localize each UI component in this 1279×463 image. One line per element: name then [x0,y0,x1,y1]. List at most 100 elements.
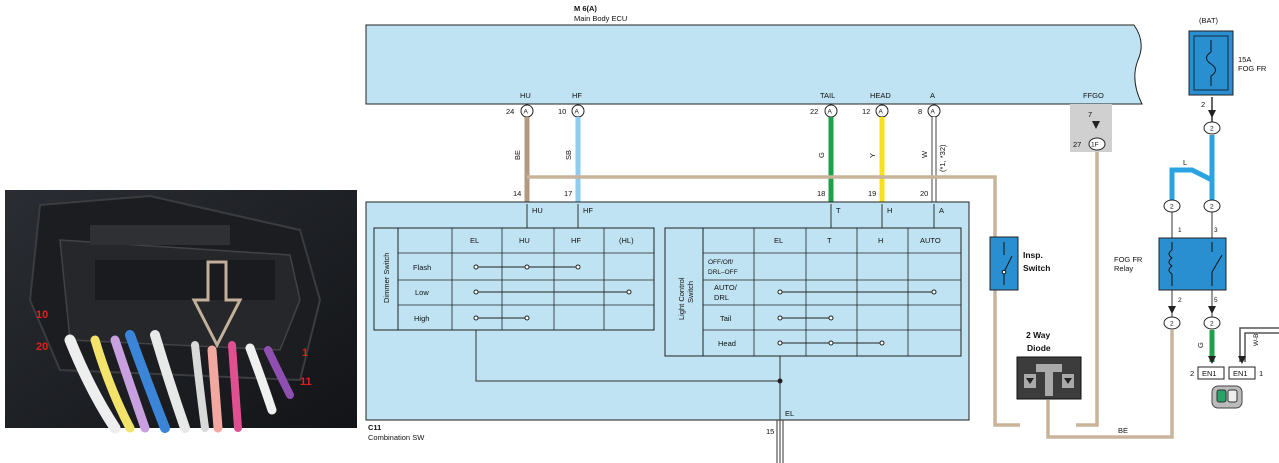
light-header-t: T [827,236,832,245]
en1-label-right: EN1 [1233,369,1248,378]
wire-code-hu: BE [513,150,522,160]
ecu-pin-signal-hu: HU [520,91,531,100]
light-header-el: EL [774,236,783,245]
wire-code-head: Y [868,153,877,158]
wire-code-en-g: G [1196,342,1205,348]
switch-pin-label-a: A [939,206,944,215]
switch-name: Combination SW [368,433,425,442]
insp-label-1: Insp. [1023,250,1043,260]
switch-pin-num-14: 14 [513,189,521,198]
light-header-h: H [878,236,883,245]
fuse-pin: 2 [1201,100,1205,109]
relay-bottom-left-conn: 2 [1170,321,1174,328]
en1-label-left: EN1 [1202,369,1217,378]
ecu-code: M 6(A) [574,4,597,13]
ecu-pin-conn-a: A [931,109,936,116]
ecu-pin-conn-hu: A [524,109,529,116]
diode-label-1: 2 Way [1026,330,1051,340]
ecu-pin-num-hf: 10 [558,107,566,116]
light-row-off-1: OFF/Off/ [708,259,733,266]
light-control-table: Light Control Switch EL T H AUTO OFF/Off… [664,227,962,357]
dimmer-header-hu: HU [519,236,530,245]
connector-icon [1211,385,1243,409]
insp-switch: Insp. Switch [989,236,1050,291]
relay-pin-3: 3 [1214,227,1218,234]
dimmer-row-low: Low [415,288,429,297]
dimmer-switch-table: Dimmer Switch EL HU HF (HL) Flash Low Hi… [373,227,655,331]
switch-bottom-pin: 15 [766,427,774,436]
ecu-pin-conn-tail: A [828,109,833,116]
switch-pin-num-20: 20 [920,189,928,198]
wires: BE SB G Y W (*1, *32) BE L G W-B [513,97,1279,439]
wire-code-a: W [920,150,929,158]
fuse-rating: 15A [1238,55,1251,64]
wire-note-a: (*1, *32) [938,144,947,172]
light-row-head: Head [718,339,736,348]
light-row-off-2: DRL–OFF [708,269,738,276]
ecu-pin-num-tail: 22 [810,107,818,116]
connector-photo: 10 20 1 11 [5,190,357,434]
photo-wires [64,330,294,434]
ecu-pin-signal-head: HEAD [870,91,891,100]
switch-bottom-label: EL [785,409,794,418]
wire-code-bottom-be: BE [1118,426,1128,435]
dimmer-row-high: High [414,314,429,323]
relay-pin-5: 5 [1214,297,1218,304]
photo-pin-11: 11 [300,376,312,388]
relay-bottom-right-conn: 2 [1210,321,1214,328]
switch-code: C11 [368,423,381,432]
fog-relay: 2 2 1 3 FOG FR Relay 2 5 2 2 [1114,199,1227,330]
ecu-pin-num-a: 8 [918,107,922,116]
fuse-source: (BAT) [1199,16,1219,25]
fog-fuse: (BAT) 15A FOG FR 2 2 [1188,16,1267,135]
switch-pin-label-hu: HU [532,206,543,215]
fuse-name: FOG FR [1238,64,1267,73]
ecu-pin-conn-head: A [879,109,884,116]
switch-pin-num-17: 17 [564,189,572,198]
relay-name-1: FOG FR [1114,255,1143,264]
ecu-pins: HU 24 A HF 10 A TAIL 22 A HEAD 12 A A 8 … [506,91,1112,152]
ecu-pin-num-hu: 24 [506,107,514,116]
en1-pin-left: 2 [1190,369,1194,378]
switch-pin-num-18: 18 [817,189,825,198]
ecu-pin-signal-tail: TAIL [820,91,835,100]
light-row-auto-1: AUTO/ [714,283,738,292]
light-row-tail: Tail [720,314,732,323]
ecu-pin-num-top-ffgo: 7 [1088,110,1092,119]
dimmer-header-hf: HF [571,236,581,245]
en1-pin-right: 1 [1259,369,1263,378]
dimmer-header-hl: (HL) [619,236,634,245]
switch-pin-label-t: T [836,206,841,215]
switch-pin-label-h: H [887,206,892,215]
fuse-junction-pin: 2 [1210,126,1214,133]
ecu-pin-num-head: 12 [862,107,870,116]
photo-pin-10: 10 [36,309,48,321]
switch-pin-num-19: 19 [868,189,876,198]
dimmer-title: Dimmer Switch [382,253,391,303]
ecu-pin-conn-hf: A [575,109,580,116]
light-row-auto-2: DRL [714,293,729,302]
wire-code-tail: G [817,152,826,158]
light-header-auto: AUTO [920,236,941,245]
ecu-pin-num-ffgo: 27 [1073,140,1081,149]
relay-pin-2: 2 [1178,297,1182,304]
diode-label-2: Diode [1027,343,1051,353]
wire-code-en-wb: W-B [1253,333,1260,346]
ecu-name: Main Body ECU [574,14,627,23]
wire-code-fog: L [1183,158,1187,167]
relay-pin-1: 1 [1178,227,1182,234]
two-way-diode: 2 Way Diode [1016,330,1082,400]
relay-top-right-conn: 2 [1210,204,1214,211]
relay-name-2: Relay [1114,264,1133,273]
light-title-1: Light Control [677,277,686,320]
ecu-pin-conn-ffgo: 1F [1091,142,1099,149]
down-arrow-icon [191,260,243,349]
switch-pin-label-hf: HF [583,206,593,215]
en1-connector: EN1 EN1 2 1 [1190,356,1263,409]
insp-label-2: Switch [1023,263,1050,273]
light-title-2: Switch [686,281,695,303]
photo-pin-1: 1 [302,347,308,359]
relay-top-left-conn: 2 [1170,204,1174,211]
ecu-pin-signal-ffgo: FFGO [1083,91,1104,100]
